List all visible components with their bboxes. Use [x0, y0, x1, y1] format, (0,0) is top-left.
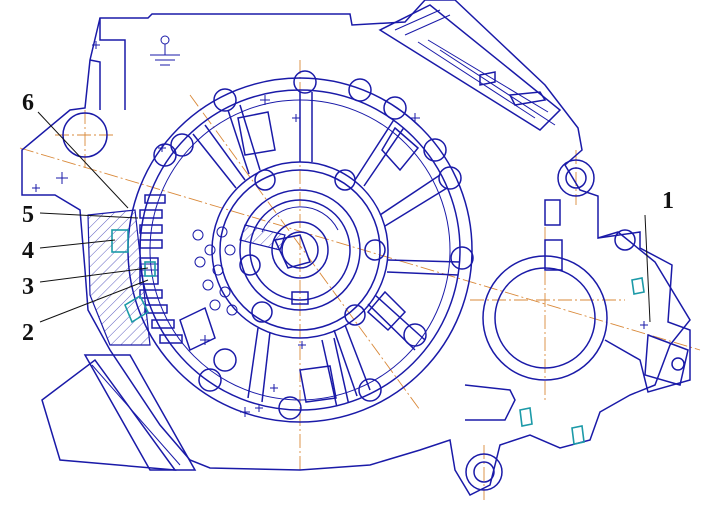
brush-stack: [111, 194, 183, 344]
callout-label-2: 2: [22, 320, 34, 346]
blade-holes: [192, 226, 238, 316]
spokes: [192, 92, 460, 410]
shaft-key: [261, 206, 339, 269]
rotor-wheel: [127, 77, 473, 423]
bottom-flange: [41, 354, 197, 471]
rim-bosses: [153, 70, 474, 420]
housing: [21, 0, 691, 496]
ground-symbol: [150, 35, 180, 66]
right-boss: [482, 199, 691, 445]
callout-label-4: 4: [22, 238, 34, 264]
callout-label-3: 3: [22, 274, 34, 300]
callout-label-1: 1: [662, 188, 674, 214]
callout-label-6: 6: [22, 90, 34, 116]
screw-marks: [32, 41, 648, 417]
window-pockets: [179, 111, 420, 403]
callout-labels: 1 6 5 4 3 2: [22, 90, 674, 346]
hatched-sector: [87, 209, 286, 346]
leader-lines: [37, 111, 651, 323]
top-bracket: [378, 4, 562, 131]
callout-label-5: 5: [22, 202, 34, 228]
hub-bosses: [239, 169, 386, 326]
